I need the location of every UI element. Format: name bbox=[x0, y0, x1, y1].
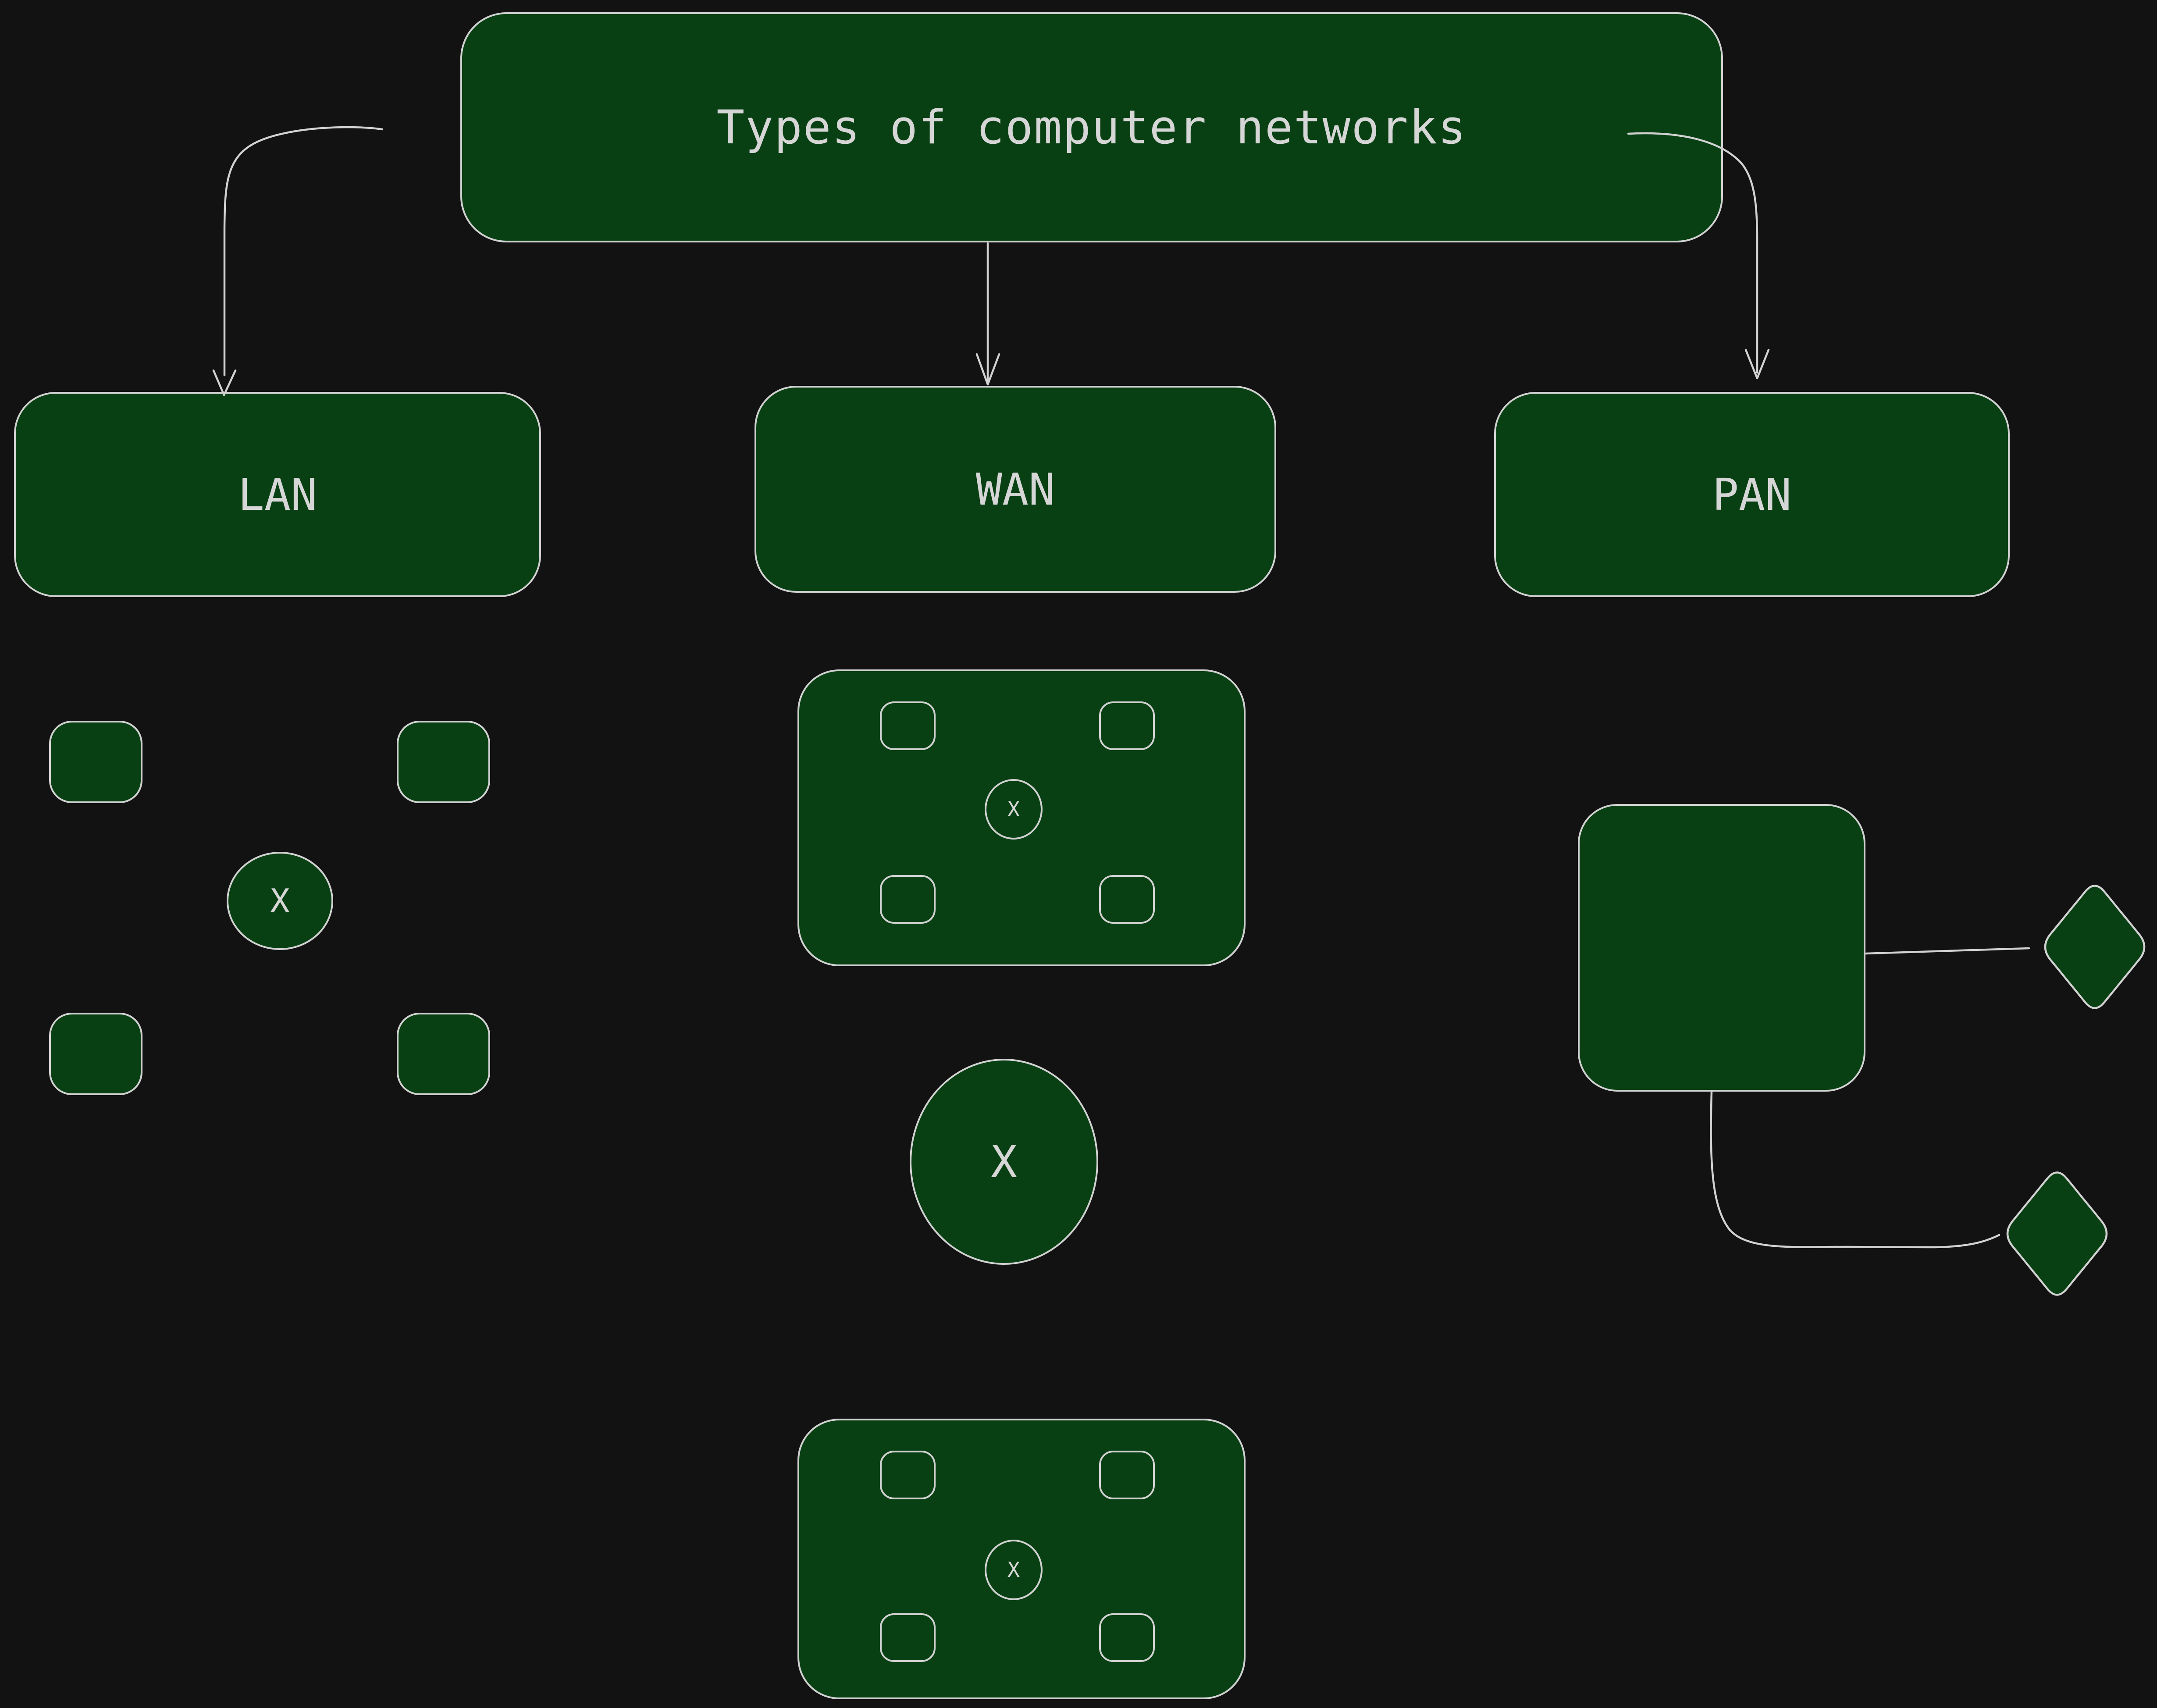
lan-label: LAN bbox=[238, 469, 317, 520]
wan-box: WAN bbox=[755, 386, 1276, 593]
wan-core-node: X bbox=[910, 1059, 1098, 1265]
arrow-title-to-lan bbox=[223, 126, 384, 377]
remote-site-node-top-left bbox=[880, 1451, 936, 1499]
lan-box: LAN bbox=[14, 392, 541, 597]
arrow-title-to-lan-head bbox=[212, 369, 237, 396]
arrow-title-to-pan-head bbox=[1744, 349, 1770, 380]
diagram-title: Types of computer networks bbox=[716, 100, 1467, 154]
lan-workstation-top-left bbox=[49, 721, 142, 803]
wan-site-node-top-left bbox=[880, 701, 936, 750]
wan-label: WAN bbox=[975, 463, 1055, 515]
title-box: Types of computer networks bbox=[460, 12, 1723, 242]
pan-box: PAN bbox=[1494, 392, 2010, 597]
wan-site-node-bottom-left bbox=[880, 875, 936, 924]
pan-label: PAN bbox=[1712, 469, 1792, 520]
lan-hub-node: X bbox=[227, 852, 333, 950]
pan-peripheral-diamond-top bbox=[2044, 885, 2146, 1009]
lan-workstation-top-right bbox=[397, 721, 490, 803]
wan-site-node-top-right bbox=[1099, 701, 1155, 750]
wan-site-cluster: X bbox=[797, 669, 1246, 966]
wan-core-label: X bbox=[990, 1136, 1018, 1188]
wan-site-hub-node: X bbox=[985, 779, 1043, 840]
lan-hub-label: X bbox=[270, 882, 290, 920]
wan-site-hub-label: X bbox=[1007, 797, 1020, 822]
remote-site-node-bottom-right bbox=[1099, 1613, 1155, 1662]
remote-site-node-top-right bbox=[1099, 1451, 1155, 1499]
lan-workstation-bottom-left bbox=[49, 1013, 142, 1095]
pan-peripheral-diamond-bottom bbox=[2006, 1171, 2108, 1296]
wan-site-node-bottom-right bbox=[1099, 875, 1155, 924]
arrow-title-to-wan-head bbox=[975, 353, 1000, 386]
remote-site-node-bottom-left bbox=[880, 1613, 936, 1662]
pan-device-node bbox=[1578, 804, 1865, 1092]
lan-workstation-bottom-right bbox=[397, 1013, 490, 1095]
pan-link-top bbox=[1865, 947, 2030, 955]
remote-site-hub-node: X bbox=[985, 1540, 1043, 1600]
pan-link-bottom bbox=[1710, 1090, 2000, 1249]
wan-remote-site-cluster: X bbox=[797, 1419, 1246, 1699]
remote-site-hub-label: X bbox=[1007, 1558, 1020, 1582]
